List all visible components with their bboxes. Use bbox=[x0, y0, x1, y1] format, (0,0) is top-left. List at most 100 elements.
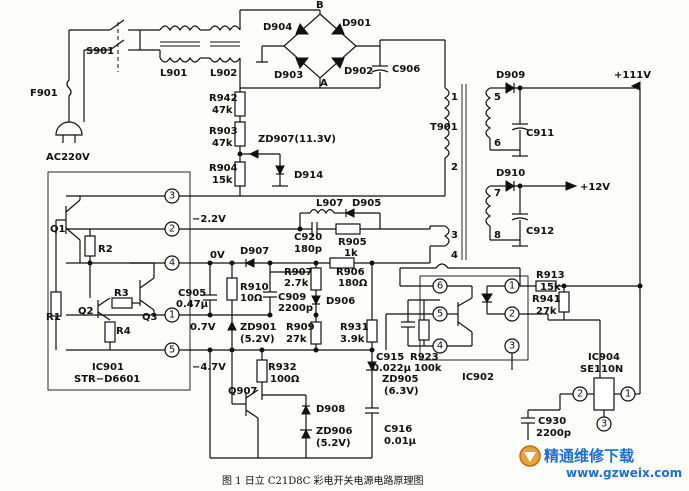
label-r909: R909 bbox=[286, 322, 315, 333]
ic901-outline bbox=[47, 171, 191, 391]
label-ic904: IC904 bbox=[588, 352, 620, 363]
label-winding-8: 8 bbox=[494, 230, 501, 241]
switch-s901-contact-a bbox=[109, 19, 125, 31]
label-r923-value: 100k bbox=[414, 363, 442, 374]
label-r904-value: 15k bbox=[212, 175, 233, 186]
label-c909: C909 bbox=[278, 292, 306, 303]
resistor-r905 bbox=[335, 223, 361, 235]
label-r906-value: 180Ω bbox=[338, 278, 368, 289]
label-winding-3: 3 bbox=[451, 230, 458, 241]
label-c905: C905 bbox=[178, 288, 206, 299]
ic901-pin-2-number: 2 bbox=[169, 224, 175, 235]
diode-d902-icon bbox=[330, 57, 345, 69]
label-r910: R910 bbox=[240, 282, 269, 293]
label-q3: Q3 bbox=[142, 312, 158, 323]
label-winding-2: 2 bbox=[451, 162, 458, 173]
label-d909: D909 bbox=[496, 70, 525, 81]
label-r931-value: 3.9k bbox=[340, 334, 365, 345]
label-r906: R906 bbox=[336, 267, 365, 278]
label-d914: D914 bbox=[294, 170, 323, 181]
resistor-r932 bbox=[256, 359, 268, 383]
label-a: A bbox=[320, 78, 328, 89]
label-l902: L902 bbox=[210, 68, 237, 79]
inductor-l901-bottom bbox=[159, 56, 201, 63]
startup-resistor-chain bbox=[234, 88, 288, 196]
label-r4: R4 bbox=[116, 326, 131, 337]
resistor-r910 bbox=[226, 277, 238, 301]
label-c912: C912 bbox=[526, 226, 554, 237]
transformer-t901 bbox=[430, 84, 492, 260]
label-q907: Q907 bbox=[228, 386, 257, 397]
ic902-pin-5-number: 5 bbox=[437, 309, 443, 320]
label-d908: D908 bbox=[316, 404, 345, 415]
resistor-r1 bbox=[50, 291, 62, 317]
label-b: B bbox=[316, 0, 324, 11]
label-r909-value: 27k bbox=[286, 334, 307, 345]
inductor-l901-top bbox=[159, 25, 201, 32]
label-c906: C906 bbox=[392, 64, 420, 75]
label-winding-1: 1 bbox=[451, 92, 458, 103]
pin-numbers: 3 2 4 1 5 6 5 4 1 2 3 2 1 3 bbox=[169, 191, 631, 430]
label-d906: D906 bbox=[326, 296, 355, 307]
label-r931: R931 bbox=[340, 322, 369, 333]
resistor-r923 bbox=[418, 319, 430, 341]
ic902-pin-6-number: 6 bbox=[437, 281, 443, 292]
figure-caption: 图 1 日立 C21D8C 彩电开关电源电路原理图 bbox=[222, 474, 423, 487]
ic902-pin-2-number: 2 bbox=[509, 309, 515, 320]
ic902-pin-1-number: 1 bbox=[509, 281, 515, 292]
ic901-pin-wiring bbox=[179, 195, 445, 459]
watermark: 精通维修下载 www.gzweix.com bbox=[519, 445, 682, 480]
t901-secondary-12v bbox=[485, 185, 492, 227]
label-c915: C915 bbox=[376, 352, 404, 363]
label-q1: Q1 bbox=[50, 224, 66, 235]
label-r913-value: 15k bbox=[540, 282, 561, 293]
label-r905: R905 bbox=[338, 237, 367, 248]
label-r942: R942 bbox=[209, 93, 238, 104]
label-c916-value: 0.01μ bbox=[384, 436, 417, 447]
label-c916: C916 bbox=[384, 424, 412, 435]
label-minus-4-7v: −4.7V bbox=[192, 362, 226, 373]
bridge-rectifier bbox=[256, 10, 446, 89]
label-d910: D910 bbox=[496, 168, 525, 179]
label-r910-value: 10Ω bbox=[240, 293, 263, 304]
label-r904: R904 bbox=[209, 163, 238, 174]
label-c920-value: 180p bbox=[294, 244, 322, 255]
zener-zd907-icon bbox=[248, 149, 259, 159]
label-l907: L907 bbox=[316, 198, 343, 209]
diode-d907-icon bbox=[244, 258, 255, 268]
diode-d903-icon bbox=[295, 57, 310, 69]
label-c905-value: 0.47μ bbox=[176, 299, 209, 310]
label-plus-111v: +111V bbox=[614, 70, 651, 81]
ic904-block bbox=[521, 300, 641, 440]
label-d904: D904 bbox=[263, 22, 292, 33]
label-s901: S901 bbox=[86, 46, 114, 57]
label-d901: D901 bbox=[342, 18, 371, 29]
label-zd906: ZD906 bbox=[316, 426, 352, 437]
ic904-pin-2-number: 2 bbox=[577, 389, 583, 400]
label-ic902: IC902 bbox=[462, 372, 494, 383]
line-filter-section bbox=[140, 9, 320, 89]
zener-zd901-icon bbox=[227, 320, 237, 331]
ic901-pin-5-number: 5 bbox=[169, 345, 175, 356]
label-minus-2-2v: −2.2V bbox=[192, 214, 226, 225]
ic901-pin-4-number: 4 bbox=[169, 258, 175, 269]
label-zd907: ZD907(11.3V) bbox=[258, 134, 336, 145]
output-111v-section bbox=[489, 81, 641, 300]
ic902-outline bbox=[419, 275, 529, 361]
label-l901: L901 bbox=[160, 68, 187, 79]
label-d905: D905 bbox=[352, 198, 381, 209]
watermark-title: 精通维修下载 bbox=[544, 447, 634, 465]
label-f901: F901 bbox=[30, 88, 58, 99]
label-t901: T901 bbox=[430, 122, 458, 133]
label-zd905: ZD905 bbox=[382, 374, 418, 385]
ac-input-section bbox=[55, 19, 141, 143]
label-zd906-value: (5.2V) bbox=[316, 438, 351, 449]
component-labels: S901 F901 AC220V L901 L902 D904 B D901 D… bbox=[30, 0, 651, 449]
label-c930-value: 2200p bbox=[536, 428, 571, 439]
ic901-pin-3-number: 3 bbox=[169, 191, 175, 202]
t901-primary-winding bbox=[443, 87, 450, 159]
label-zd901-value: (5.2V) bbox=[240, 334, 275, 345]
zener-zd905-icon bbox=[367, 361, 377, 372]
label-winding-6: 6 bbox=[494, 138, 501, 149]
